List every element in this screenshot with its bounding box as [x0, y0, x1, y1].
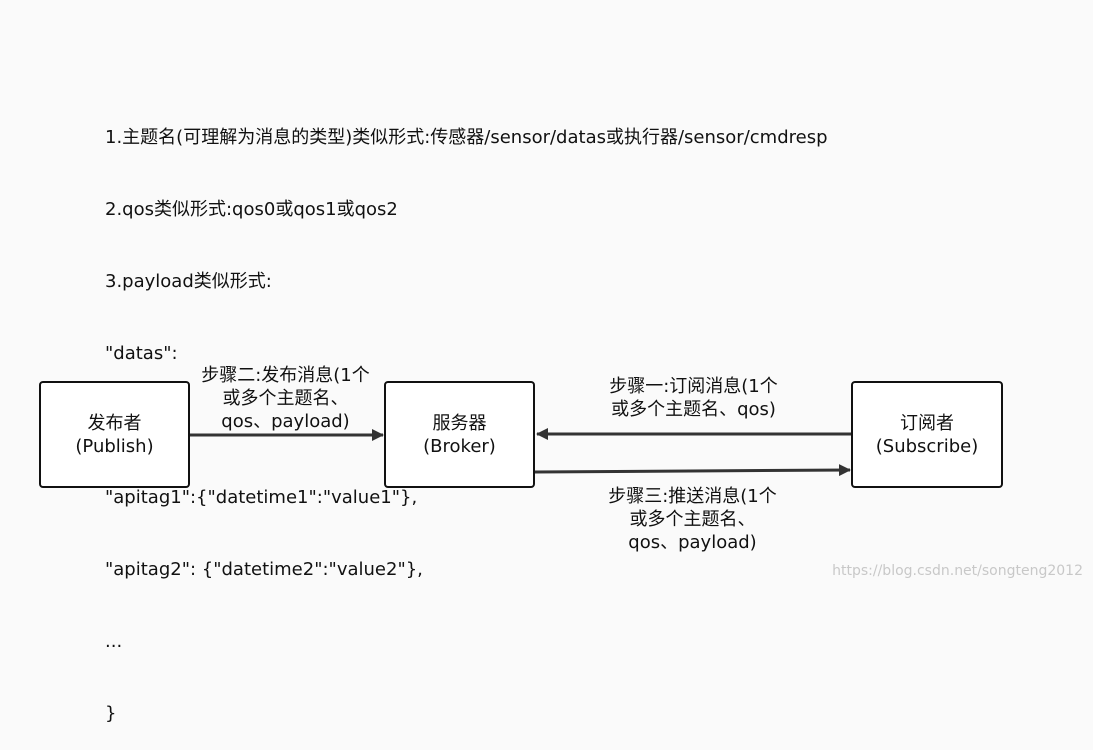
- step2-line: 或多个主题名、: [222, 388, 349, 409]
- note-line: "apitag1":{"datetime1":"value1"},: [105, 487, 418, 508]
- step1-label: 步骤一:订阅消息(1个 或多个主题名、qos): [596, 375, 791, 421]
- subscriber-node[interactable]: 订阅者 (Subscribe): [851, 381, 1003, 488]
- subscriber-label: 订阅者: [900, 412, 954, 434]
- step2-line: qos、payload): [221, 411, 350, 432]
- step1-line: 步骤一:订阅消息(1个: [609, 376, 778, 397]
- step3-label: 步骤三:推送消息(1个 或多个主题名、 qos、payload): [595, 485, 790, 554]
- step3-line: qos、payload): [628, 532, 757, 553]
- note-line: 3.payload类似形式:: [105, 271, 272, 292]
- broker-node[interactable]: 服务器 (Broker): [384, 381, 535, 488]
- watermark-text: https://blog.csdn.net/songteng2012: [832, 563, 1083, 579]
- broker-label: 服务器: [432, 412, 487, 434]
- publisher-node[interactable]: 发布者 (Publish): [39, 381, 190, 488]
- notes-text-block: 1.主题名(可理解为消息的类型)类似形式:传感器/sensor/datas或执行…: [105, 78, 828, 750]
- publisher-sublabel: (Publish): [75, 435, 154, 457]
- note-line: "datas":: [105, 343, 178, 364]
- note-line: }: [105, 703, 117, 724]
- diagram-canvas: [190, 428, 851, 477]
- subscriber-sublabel: (Subscribe): [875, 435, 979, 457]
- note-line: 2.qos类似形式:qos0或qos1或qos2: [105, 199, 398, 220]
- step1-line: 或多个主题名、qos): [611, 399, 776, 420]
- publisher-label: 发布者: [87, 412, 142, 434]
- arrow-broker-to-subscriber: [534, 464, 851, 477]
- broker-sublabel: (Broker): [423, 435, 496, 457]
- note-line: ...: [105, 631, 123, 652]
- note-line: 1.主题名(可理解为消息的类型)类似形式:传感器/sensor/datas或执行…: [105, 127, 828, 148]
- step3-line: 或多个主题名、: [629, 509, 756, 530]
- step2-label: 步骤二:发布消息(1个 或多个主题名、 qos、payload): [188, 364, 383, 433]
- step3-line: 步骤三:推送消息(1个: [608, 486, 777, 507]
- step2-line: 步骤二:发布消息(1个: [201, 365, 370, 386]
- note-line: "apitag2": {"datetime2":"value2"},: [105, 559, 423, 580]
